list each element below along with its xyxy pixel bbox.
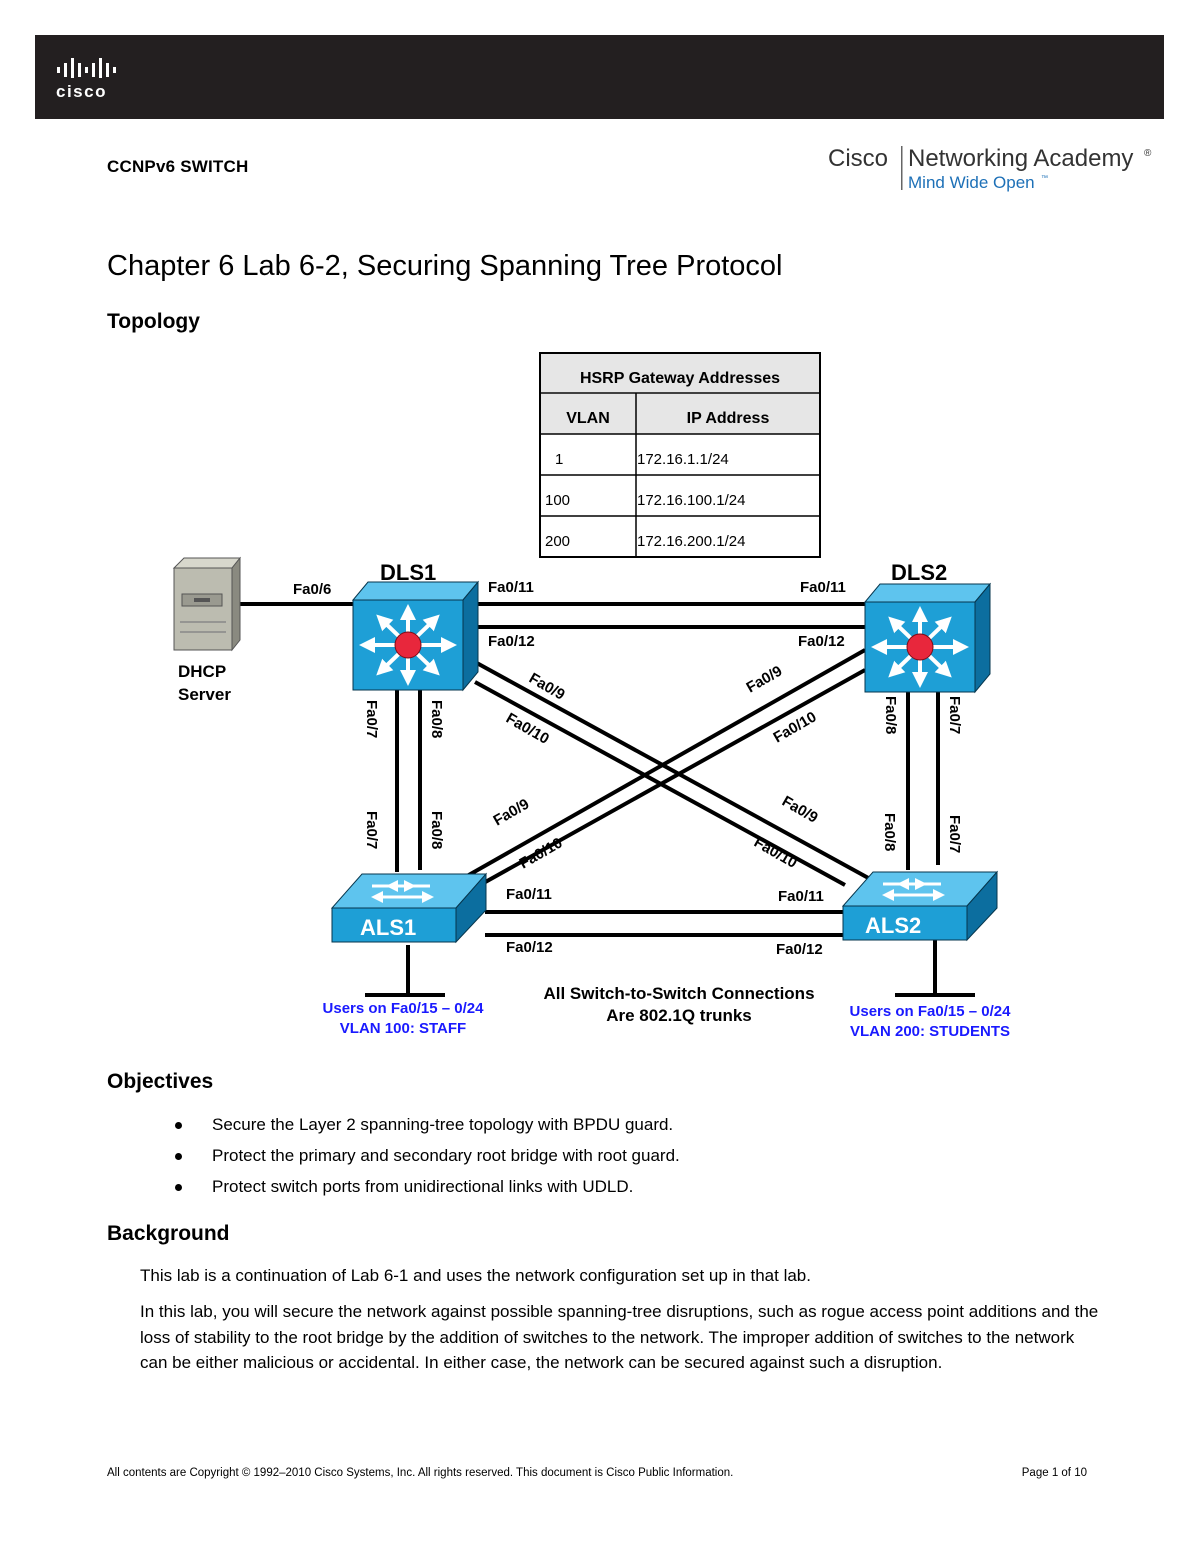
users-right-label: Users on Fa0/15 – 0/24 [850, 1003, 1012, 1020]
svg-text:™: ™ [1041, 175, 1048, 182]
port-label: Fa0/9 [744, 663, 786, 697]
port-label: Fa0/9 [779, 793, 821, 827]
networking-academy-logo: Cisco Networking Academy ® Mind Wide Ope… [828, 145, 1152, 192]
dls2-switch-icon [863, 582, 992, 694]
page-title: Chapter 6 Lab 6-2, Securing Spanning Tre… [107, 250, 783, 282]
cisco-logo-text: cisco [56, 82, 107, 101]
objective-item: Secure the Layer 2 spanning-tree topolog… [172, 1112, 680, 1143]
port-label: Fa0/8 [882, 696, 899, 734]
users-right-vlan: VLAN 200: STUDENTS [850, 1023, 1010, 1040]
port-label: Fa0/6 [293, 581, 331, 598]
hsrp-col-ip: IP Address [687, 410, 770, 427]
port-label: Fa0/12 [798, 633, 845, 650]
server-label: Server [178, 685, 231, 704]
als1-switch-icon [330, 872, 488, 944]
port-label: Fa0/7 [946, 696, 963, 734]
trunk-note: All Switch-to-Switch Connections [543, 984, 814, 1003]
server-label: DHCP [178, 662, 226, 681]
dls1-label: DLS1 [380, 560, 436, 585]
hsrp-ip-cell: 172.16.1.1/24 [637, 451, 729, 468]
port-label: Fa0/7 [363, 811, 380, 849]
hsrp-ip-cell: 172.16.100.1/24 [637, 492, 745, 509]
page-number: Page 1 of 10 [1021, 1467, 1087, 1479]
svg-text:Cisco: Cisco [828, 145, 888, 172]
topology-heading: Topology [107, 310, 200, 333]
svg-text:Networking Academy: Networking Academy [908, 145, 1133, 172]
port-label: Fa0/11 [778, 888, 824, 905]
port-label: Fa0/9 [526, 670, 568, 704]
port-label: Fa0/12 [488, 633, 535, 650]
users-left-label: Users on Fa0/15 – 0/24 [323, 1000, 485, 1017]
header-bar: cisco [35, 35, 1164, 119]
course-name: CCNPv6 SWITCH [107, 157, 249, 176]
als1-label: ALS1 [360, 915, 416, 940]
objective-item: Protect switch ports from unidirectional… [172, 1174, 680, 1205]
port-label: Fa0/7 [363, 700, 380, 738]
port-label: Fa0/10 [771, 708, 820, 746]
objectives-list: Secure the Layer 2 spanning-tree topolog… [172, 1112, 680, 1205]
dhcp-server-icon [172, 556, 242, 652]
background-heading: Background [107, 1222, 230, 1245]
svg-text:Mind Wide Open: Mind Wide Open [908, 173, 1035, 192]
hsrp-vlan-cell: 100 [545, 492, 570, 509]
objective-item: Protect the primary and secondary root b… [172, 1143, 680, 1174]
hsrp-ip-cell: 172.16.200.1/24 [637, 533, 745, 550]
als2-label: ALS2 [865, 913, 921, 938]
port-label: Fa0/8 [881, 813, 898, 851]
als2-switch-icon [841, 870, 999, 942]
dls1-switch-icon [351, 580, 480, 692]
port-label: Fa0/10 [517, 834, 566, 872]
port-label: Fa0/9 [491, 796, 533, 830]
users-left-vlan: VLAN 100: STAFF [340, 1020, 466, 1037]
port-label: Fa0/8 [428, 811, 445, 849]
port-label: Fa0/8 [428, 700, 445, 738]
hsrp-table-title: HSRP Gateway Addresses [580, 370, 780, 387]
network-links [240, 602, 975, 997]
trunk-note: Are 802.1Q trunks [606, 1006, 752, 1025]
footer-copyright: All contents are Copyright © 1992–2010 C… [107, 1467, 734, 1479]
port-label: Fa0/12 [506, 939, 553, 956]
hsrp-vlan-cell: 200 [545, 533, 570, 550]
hsrp-table: HSRP Gateway Addresses VLAN IP Address 1… [539, 352, 821, 558]
svg-text:®: ® [1144, 148, 1152, 159]
background-paragraph: In this lab, you will secure the network… [140, 1302, 1099, 1372]
port-label: Fa0/12 [776, 941, 823, 958]
background-paragraph: This lab is a continuation of Lab 6-1 an… [140, 1266, 811, 1285]
port-label: Fa0/11 [506, 886, 552, 903]
port-label: Fa0/10 [751, 834, 800, 872]
port-label: Fa0/7 [946, 815, 963, 853]
topology-diagram: HSRP Gateway Addresses VLAN IP Address 1… [172, 352, 1012, 1040]
port-label: Fa0/11 [488, 579, 534, 596]
hsrp-vlan-cell: 1 [555, 451, 563, 468]
hsrp-col-vlan: VLAN [566, 410, 610, 427]
port-label: Fa0/11 [800, 579, 846, 596]
port-label: Fa0/10 [503, 710, 552, 748]
dls2-label: DLS2 [891, 560, 947, 585]
objectives-heading: Objectives [107, 1070, 214, 1093]
cisco-logo: cisco [56, 58, 116, 101]
